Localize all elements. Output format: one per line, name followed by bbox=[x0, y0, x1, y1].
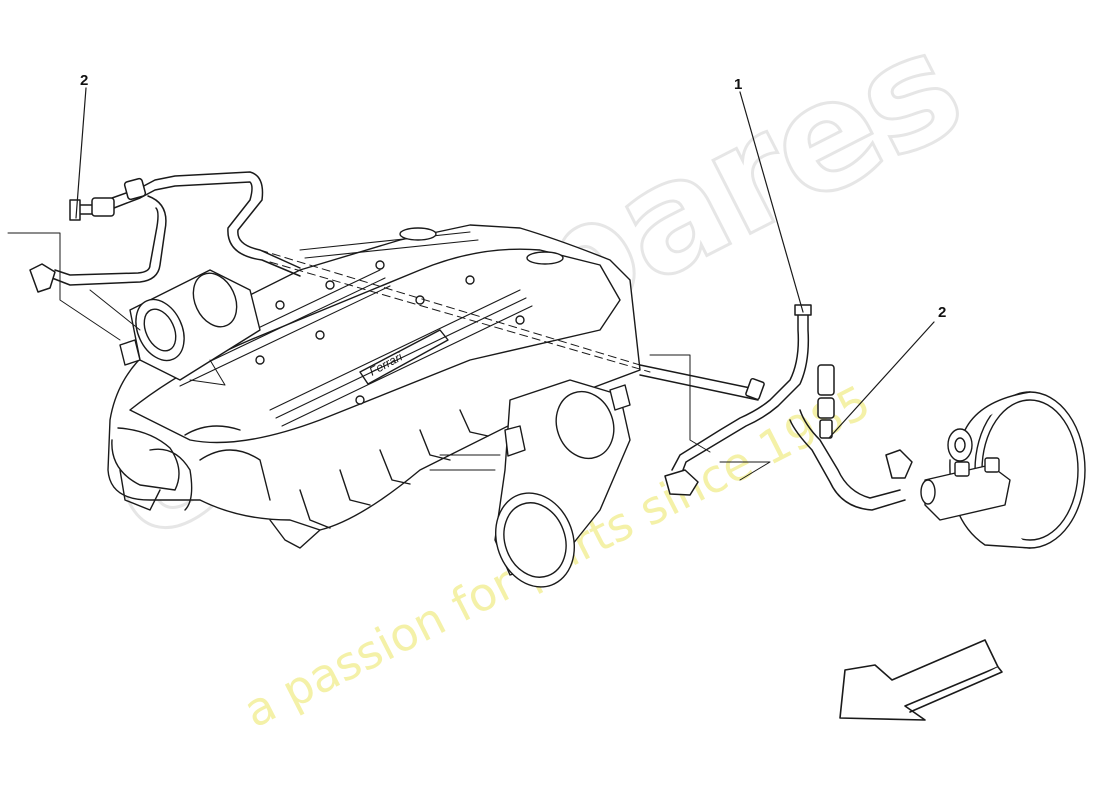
vacuum-hose-left bbox=[29, 171, 301, 293]
reference-lines bbox=[259, 249, 651, 373]
vacuum-hose-right bbox=[639, 304, 913, 511]
leader-lines bbox=[7, 232, 771, 481]
direction-arrow bbox=[839, 639, 1003, 721]
callout-part-2-left: 2 bbox=[80, 72, 89, 89]
master-cylinder bbox=[920, 457, 1011, 521]
callout-part-2-right: 2 bbox=[938, 304, 947, 321]
throttle-body-right bbox=[494, 379, 631, 588]
brake-booster bbox=[947, 391, 1086, 549]
throttle-body-left bbox=[119, 269, 261, 381]
callout-part-1: 1 bbox=[734, 76, 743, 93]
callout-leaders bbox=[75, 87, 935, 439]
